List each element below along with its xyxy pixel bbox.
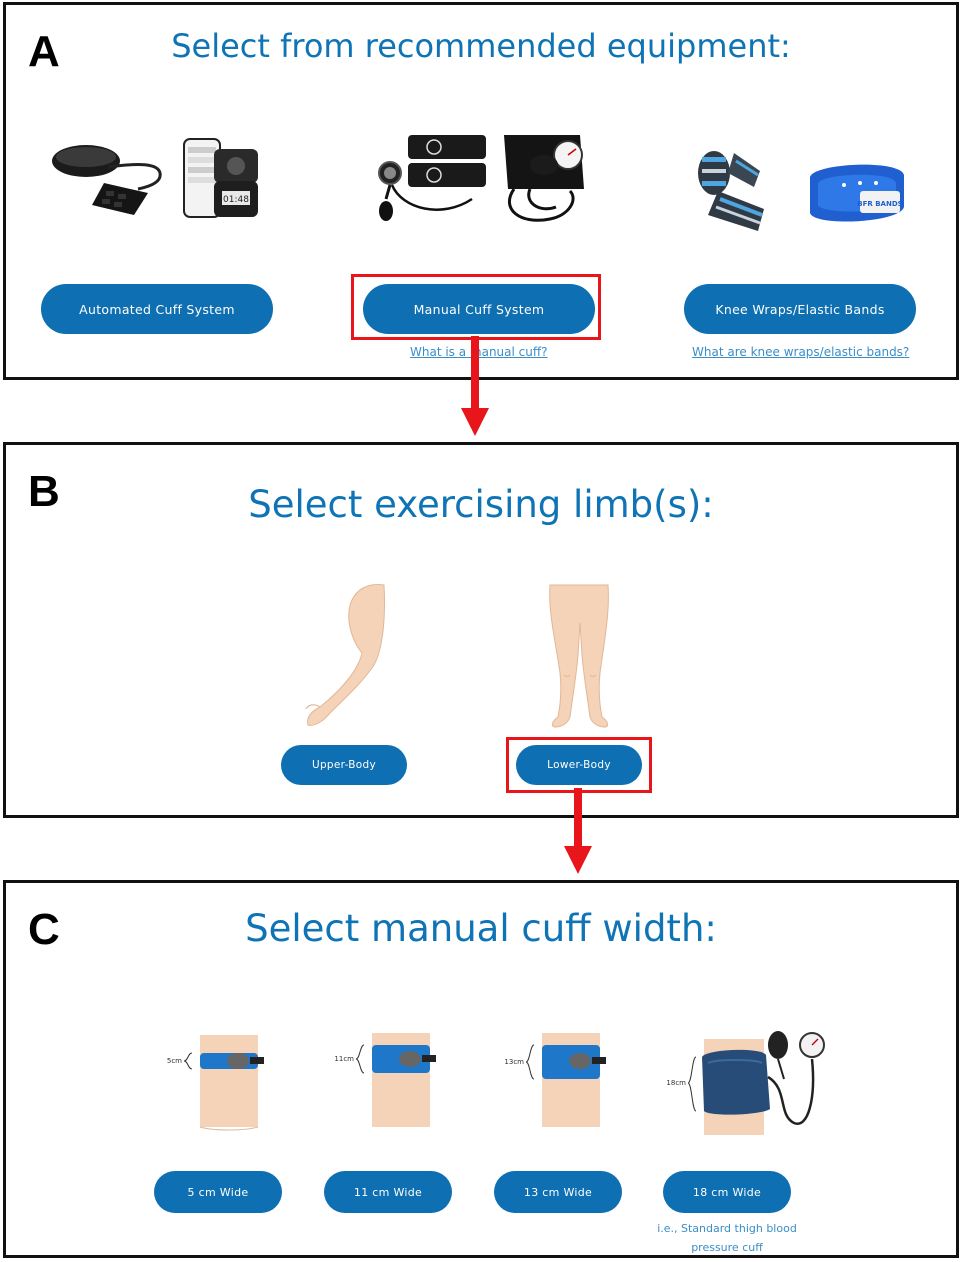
elastic-band-icon: BFR BANDS [810,164,904,222]
automated-cuff-device-icon [52,145,162,215]
measure-13cm: 13cm [504,1058,524,1066]
automated-cuff-system-button[interactable]: Automated Cuff System [41,284,273,334]
phone-app-icon: 01:48 [183,138,258,218]
band-label-text: BFR BANDS [857,200,902,208]
panel-letter-a: A [28,27,60,76]
panel-letter-c: C [28,905,60,954]
arm-icon [305,584,385,726]
measure-11cm: 11cm [334,1055,354,1063]
legs-icon [549,584,609,728]
measure-18cm: 18cm [666,1079,686,1087]
standard-thigh-cuff-note: i.e., Standard thigh blood pressure cuff [657,1222,797,1254]
what-are-knee-wraps-link[interactable]: What are knee wraps/elastic bands? [692,345,910,359]
arrow-down-icon [461,336,489,436]
panel-b-title: Select exercising limb(s): [248,483,714,526]
upper-body-button[interactable]: Upper-Body [281,745,407,785]
width-11cm-button[interactable]: 11 cm Wide [324,1171,452,1213]
lower-body-button[interactable]: Lower-Body [516,745,642,785]
measure-5cm: 5cm [167,1057,182,1065]
panel-c-title: Select manual cuff width: [245,907,717,950]
selection-highlight-manual [351,274,601,340]
knee-wraps-button[interactable]: Knee Wraps/Elastic Bands [684,284,916,334]
arrow-down-icon [564,788,592,874]
thigh-cuff-icon: 5cm [167,1035,264,1131]
knee-wraps-icon [698,151,764,231]
panel-c-cuff-width: C Select manual cuff width: 5cm 11cm 13c… [3,880,959,1258]
width-13cm-button[interactable]: 13 cm Wide [494,1171,622,1213]
sphygmomanometer-icon [504,135,584,222]
thigh-cuff-icon: 13cm [504,1033,606,1127]
width-18cm-button[interactable]: 18 cm Wide [663,1171,791,1213]
panel-b-limb: B Select exercising limb(s): Upper-Body … [3,442,959,818]
panel-a-equipment: A Select from recommended equipment: 01:… [3,2,959,380]
thigh-cuff-icon: 11cm [334,1033,436,1127]
width-5cm-button[interactable]: 5 cm Wide [154,1171,282,1213]
phone-time-text: 01:48 [223,195,249,205]
thigh-cuff-icon: 18cm [666,1031,825,1135]
panel-letter-b: B [28,467,60,516]
selection-highlight-lower [506,737,652,793]
panel-a-title: Select from recommended equipment: [171,27,791,65]
manual-cuff-system-button[interactable]: Manual Cuff System [363,284,595,334]
manual-cuff-icon [378,135,486,221]
